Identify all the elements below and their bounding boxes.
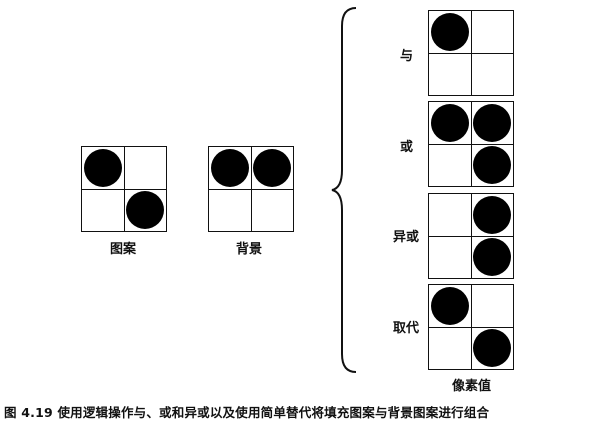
pixel-cell [82, 189, 124, 231]
filled-pixel-dot [473, 238, 511, 276]
pixel-cell [209, 147, 251, 189]
pixel-cell [429, 285, 471, 327]
filled-pixel-dot [84, 149, 122, 187]
pixel-cell [82, 147, 124, 189]
pixel-cell [429, 53, 471, 95]
filled-pixel-dot [473, 329, 511, 367]
filled-pixel-dot [431, 13, 469, 51]
pixel-cell [471, 53, 513, 95]
figure-caption: 图 4.19 使用逻辑操作与、或和异或以及使用简单替代将填充图案与背景图案进行组… [4, 405, 490, 420]
pixel-cell [429, 11, 471, 53]
pixel-cell [429, 144, 471, 186]
pixel-cell [471, 327, 513, 369]
filled-pixel-dot [473, 196, 511, 234]
or-label: 或 [400, 140, 414, 155]
pixel-cell [429, 194, 471, 236]
background-label: 背景 [236, 242, 263, 257]
filled-pixel-dot [211, 149, 249, 187]
or-result-grid [428, 101, 514, 187]
pixel-cell [471, 11, 513, 53]
filled-pixel-dot [473, 104, 511, 142]
and-result-grid [428, 10, 514, 96]
background-grid [208, 146, 294, 232]
pixel-cell [124, 189, 166, 231]
pixel-cell [429, 327, 471, 369]
pattern-label: 图案 [110, 242, 137, 257]
pixel-cell [429, 236, 471, 278]
filled-pixel-dot [126, 191, 164, 229]
filled-pixel-dot [473, 146, 511, 184]
filled-pixel-dot [431, 287, 469, 325]
pixel-cell [429, 102, 471, 144]
pixel-cell [124, 147, 166, 189]
pixel-cell [471, 194, 513, 236]
pixel-cell [251, 189, 293, 231]
pixel-cell [471, 144, 513, 186]
filled-pixel-dot [253, 149, 291, 187]
curly-brace [331, 7, 357, 373]
xor-result-grid [428, 193, 514, 279]
pixel-cell [471, 285, 513, 327]
pattern-grid [81, 146, 167, 232]
pixel-cell [471, 102, 513, 144]
replace-result-grid [428, 284, 514, 370]
xor-label: 异或 [393, 230, 420, 245]
replace-label: 取代 [393, 321, 420, 336]
pixel-cell [251, 147, 293, 189]
pixel-cell [471, 236, 513, 278]
and-label: 与 [400, 49, 414, 64]
filled-pixel-dot [431, 104, 469, 142]
pixel-value-label: 像素值 [452, 379, 492, 394]
pixel-cell [209, 189, 251, 231]
